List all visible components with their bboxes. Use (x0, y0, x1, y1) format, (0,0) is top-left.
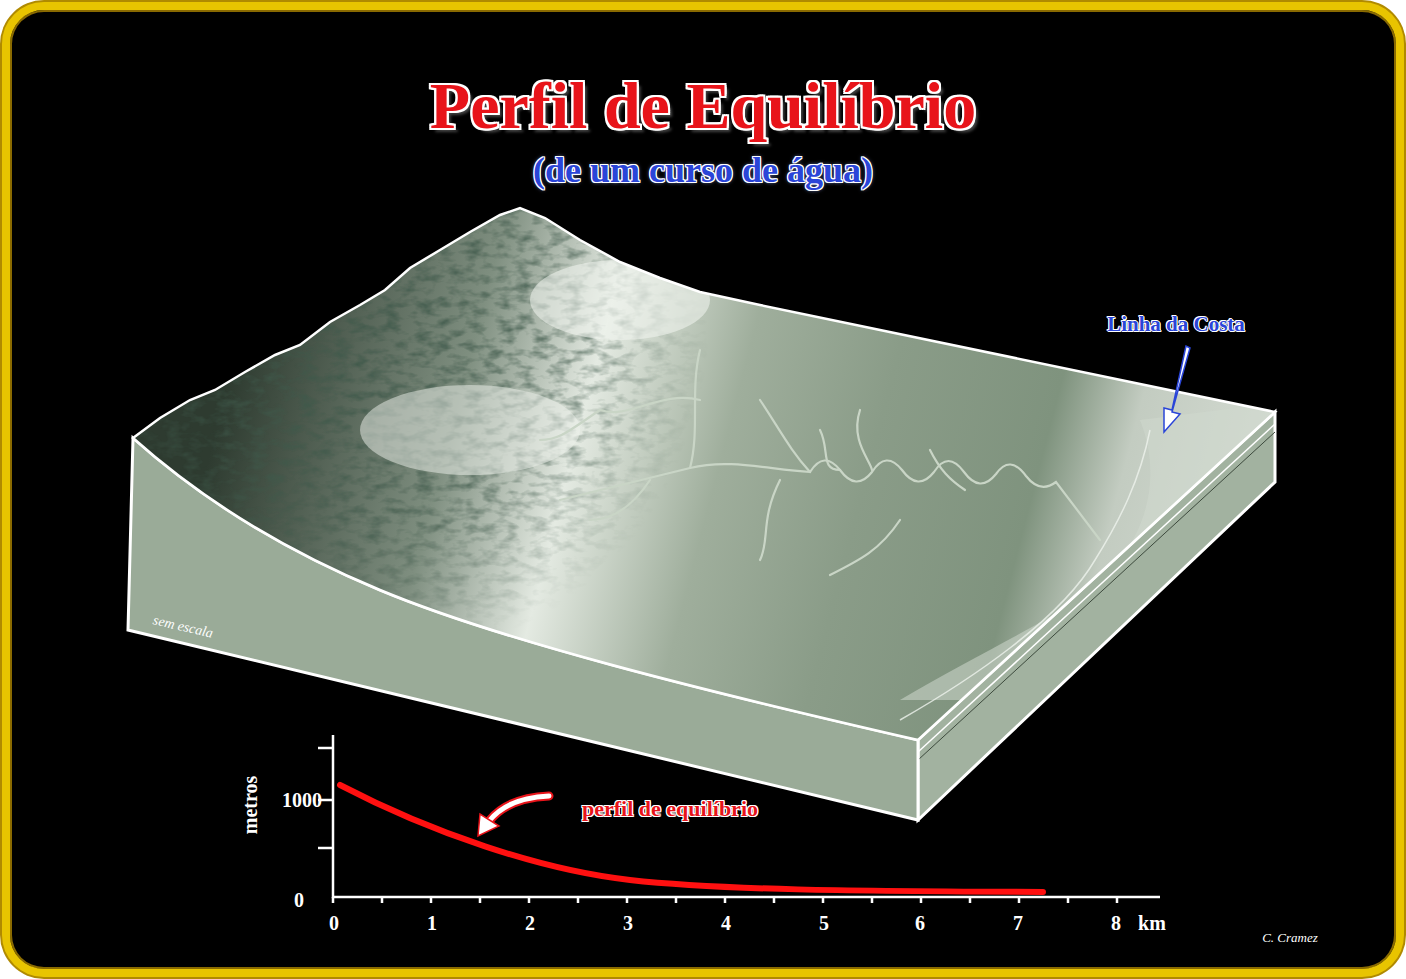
tick-label: 4 (721, 912, 731, 935)
curve-label: perfil de equilíbrio (582, 796, 758, 822)
tick-label: 2 (525, 912, 535, 935)
subtitle: (de um curso de água) (533, 149, 873, 191)
tick-label: 8 (1111, 912, 1121, 935)
tick-label: 0 (294, 889, 304, 912)
author-credit: C. Cramez (1262, 930, 1318, 946)
coastline-label: Linha da Costa (1107, 312, 1245, 337)
tick-label: 5 (819, 912, 829, 935)
tick-label: 0 (329, 912, 339, 935)
tick-label: 1 (427, 912, 437, 935)
tick-label: 7 (1013, 912, 1023, 935)
tick-label: 3 (623, 912, 633, 935)
axis-unit: km (1138, 912, 1166, 935)
tick-label: 6 (915, 912, 925, 935)
axis-title: metros (239, 776, 262, 835)
tick-label: 1000 (282, 789, 322, 812)
title: Perfil de Equilíbrio (430, 68, 976, 144)
